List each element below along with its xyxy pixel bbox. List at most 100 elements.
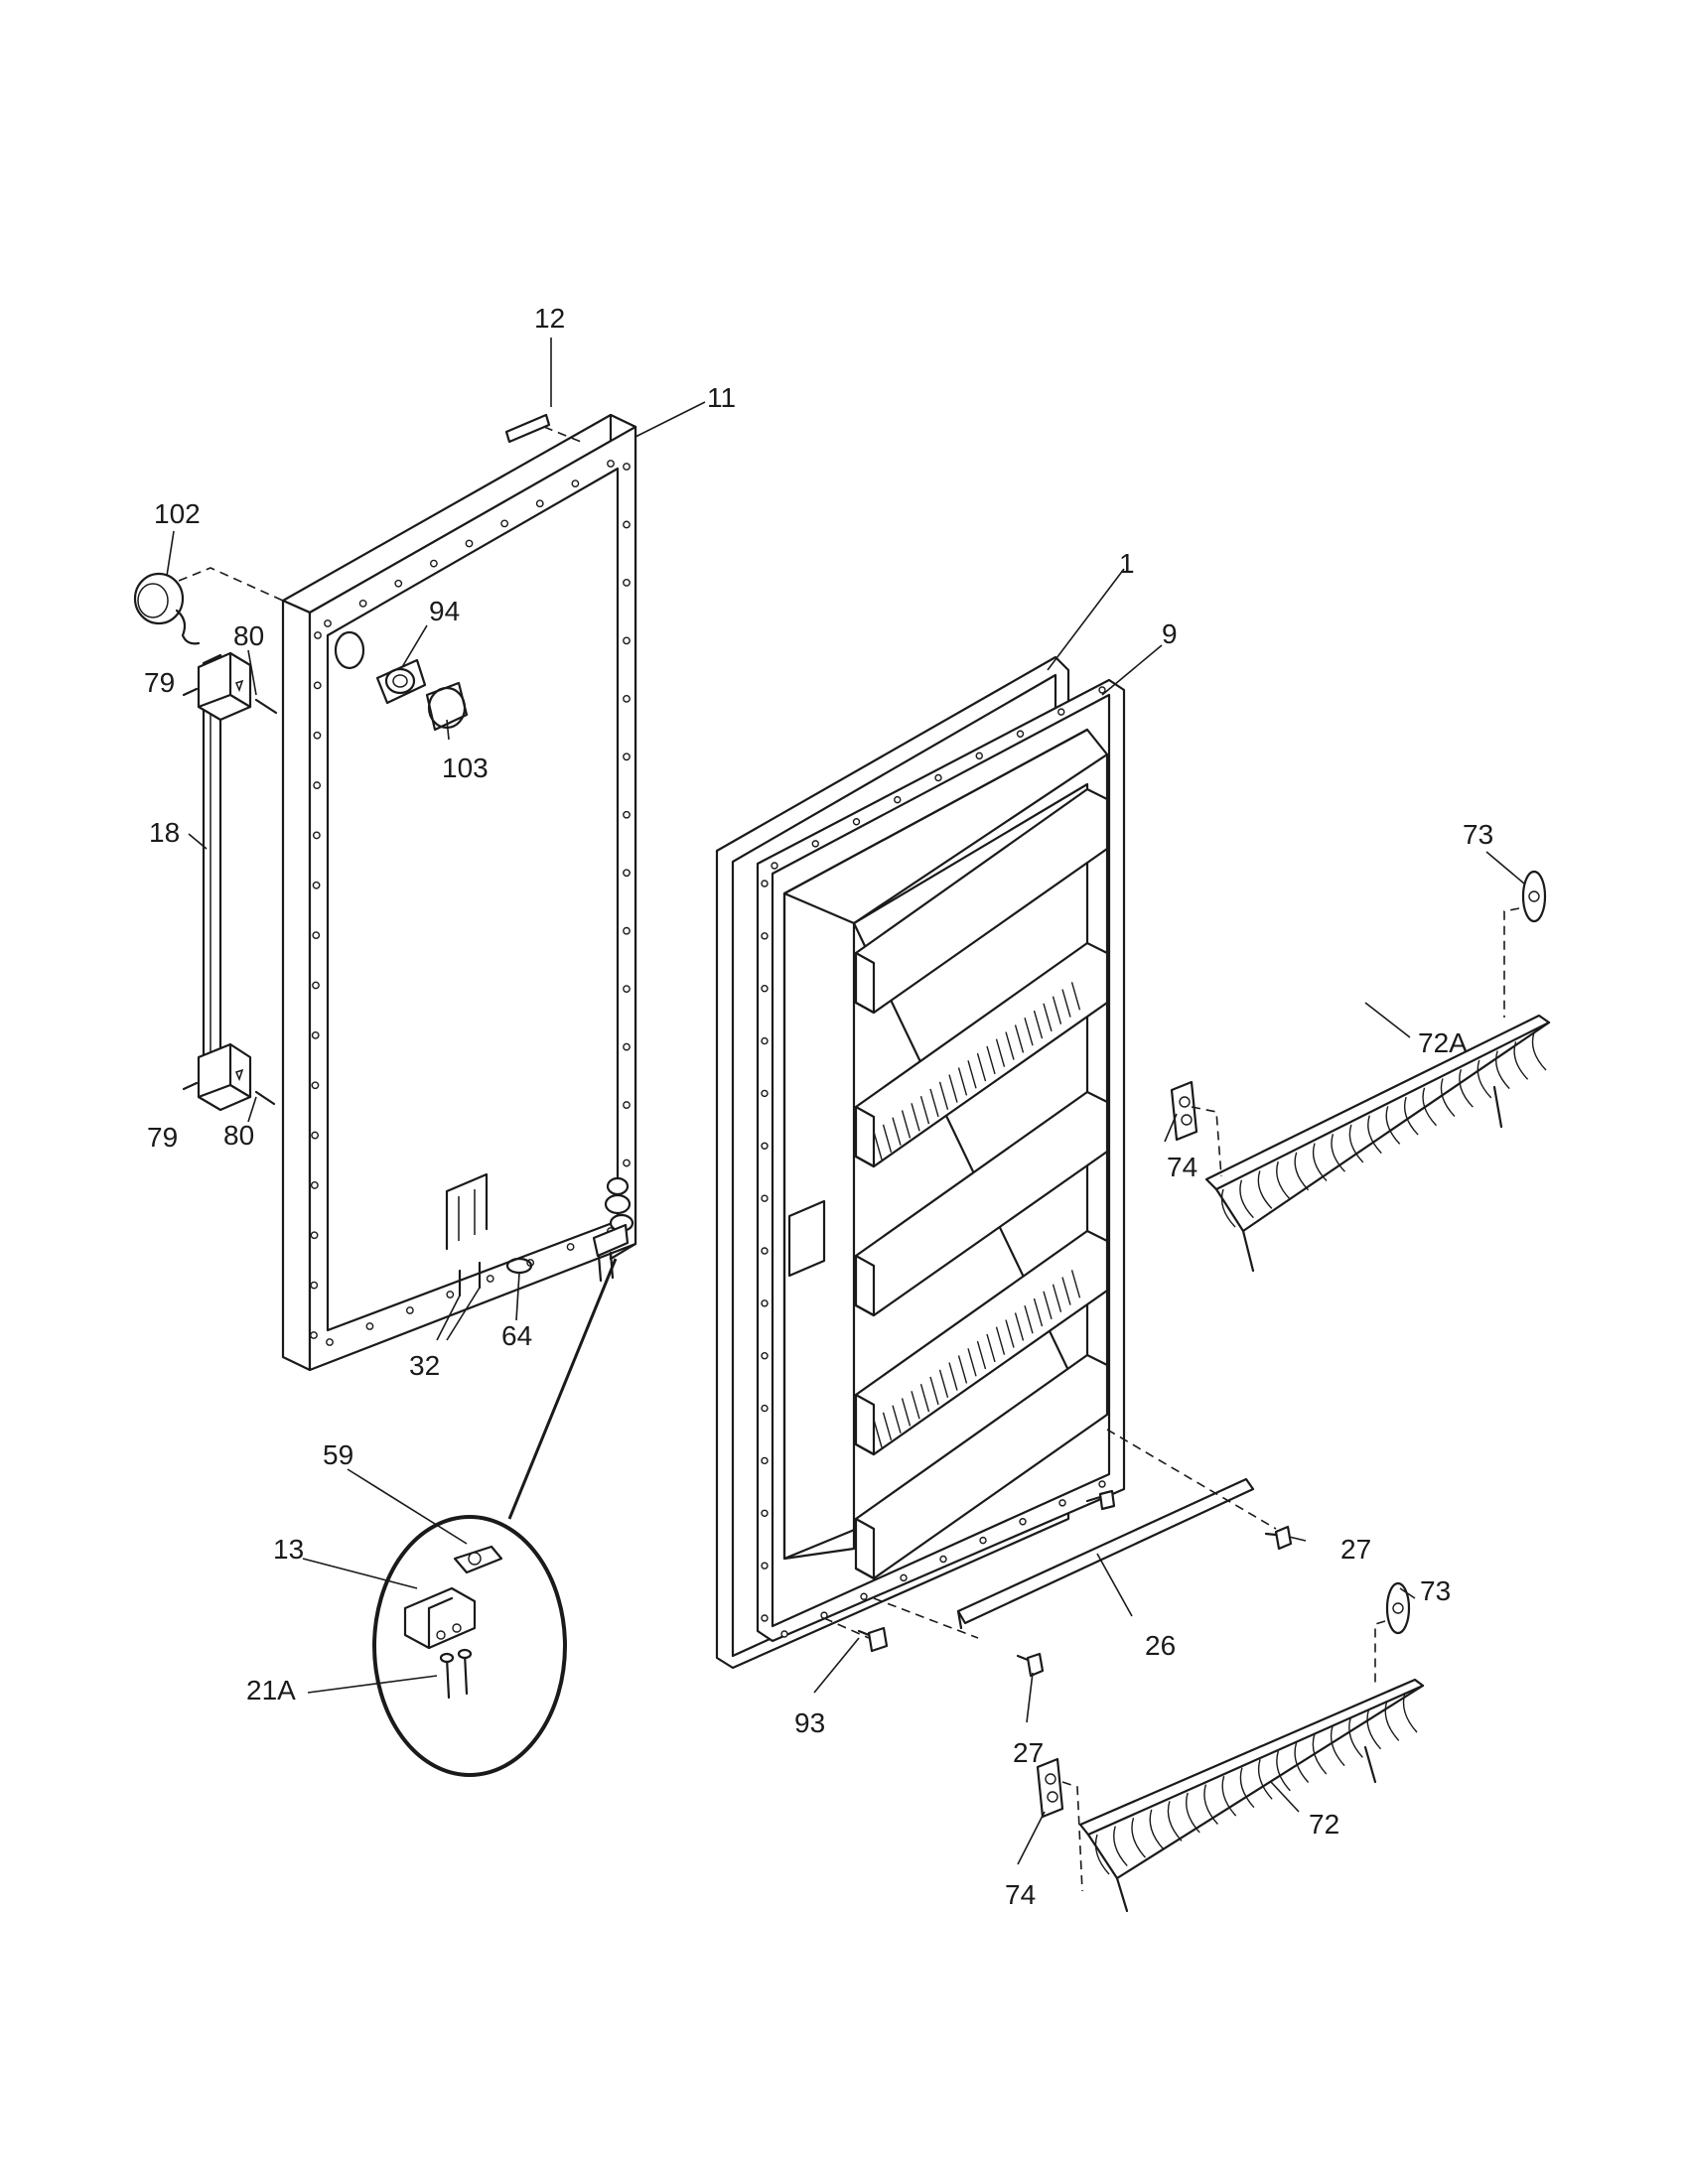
callout-79: 79 [147,1122,178,1153]
shelf-edge [854,951,876,1015]
shelf-rib [1070,1270,1081,1298]
shelf-rib [1052,1284,1062,1312]
callout-103: 103 [442,752,489,783]
rack-rib [1531,1031,1547,1071]
panel-hole [310,1331,318,1339]
rack-rib [1131,1817,1146,1858]
callout-12: 12 [534,303,565,334]
shelf-edge [854,1393,876,1456]
shelf-rib [901,1110,912,1139]
shelf-rib [957,1355,968,1384]
liner-hole [1098,1480,1106,1488]
liner-hole [1098,686,1106,694]
outer-door-panel [281,413,637,1372]
panel-hole [607,460,615,468]
shelf-edge [854,1517,876,1580]
rack-rib [1330,1725,1345,1767]
panel-hole [313,781,322,789]
door-handle [182,651,278,1112]
shelf-rib [919,1383,930,1413]
plug-103 [425,681,469,732]
rack-rib [1384,1701,1400,1741]
liner-hole [761,1456,769,1465]
shelf-rib [1070,982,1081,1011]
callout-72A: 72A [1418,1027,1468,1058]
wire-shelf-72 [1078,1678,1425,1913]
rack-rib [1367,1115,1382,1155]
rack-rib [1257,1759,1273,1800]
panel-hole [310,1181,319,1189]
rack-rib [1422,1087,1438,1127]
shelf-rib [957,1067,968,1096]
rack-rib [1477,1059,1492,1099]
panel-hole [623,579,631,587]
rack-rib [1385,1106,1401,1145]
liner-hole [761,1194,769,1202]
callout-74: 74 [1005,1879,1036,1910]
rack-rib [1366,1708,1382,1750]
panel-hole [566,1243,575,1251]
panel-hole [311,1081,320,1090]
panel-hole [623,810,631,819]
shelf-rib [995,1326,1006,1355]
rack-clips [1036,870,1547,1892]
panel-hole [486,1275,494,1283]
panel-hole [312,981,320,990]
panel-hole [623,985,631,994]
liner-mounting-holes [761,686,1106,1638]
liner-hole [975,751,983,760]
liner-hole [761,932,769,940]
shelf-rib [1014,1024,1025,1053]
shelf-rib [948,1074,958,1103]
panel-hole [571,479,580,488]
liner-hole [780,1630,788,1638]
liner-hole [761,1614,769,1622]
liner-hole [761,1089,769,1098]
liner-hole [761,1352,769,1360]
panel-hole [623,926,631,935]
liner-hole [934,773,942,782]
callout-74: 74 [1167,1152,1197,1182]
shelf-rib [911,1391,920,1420]
callout-labels: 12 11 102 94 79 80 103 18 79 80 32 64 59… [144,303,1493,1910]
rack-rib [1257,1170,1273,1209]
liner-hole [1057,708,1065,716]
panel-hole [623,869,631,878]
panel-hole [623,752,631,761]
liner-hole [860,1592,868,1600]
shelf-rib [1005,1319,1015,1348]
callout-59: 59 [323,1439,353,1470]
shelf-rib [919,1095,930,1125]
panel-hole [310,1231,319,1240]
liner-hole [939,1555,947,1564]
liner-hole [852,818,861,826]
shelf-rib [976,1340,987,1370]
panel-hole [623,1159,631,1167]
liner-hole [761,1562,769,1570]
panel-hole [623,463,631,471]
panel-hole [446,1291,455,1298]
shelf-rib [1024,1018,1034,1046]
shelf-rib [1033,1010,1044,1039]
shelf-rib [882,1124,893,1154]
rack-rib [1276,1750,1291,1792]
shelf-rib [967,1060,977,1089]
shelf-rib [1024,1305,1034,1334]
liner-hole [979,1536,987,1545]
rack-rib [1403,1096,1419,1136]
callout-21A: 21A [246,1675,296,1706]
shelf-rib [976,1052,987,1082]
liner-hole [900,1573,908,1582]
hinge-hardware [458,1176,634,1297]
shelf-rib [1005,1031,1015,1060]
liner-hole [1016,730,1025,738]
callout-13: 13 [273,1534,304,1565]
shelf-rib [1043,1003,1053,1032]
callout-1: 1 [1119,548,1135,579]
panel-hole [313,731,322,740]
shelf-rib [892,1117,902,1146]
rack-rib [1513,1041,1529,1080]
shelf-rib [948,1362,958,1391]
shelf-rib [1052,996,1062,1024]
